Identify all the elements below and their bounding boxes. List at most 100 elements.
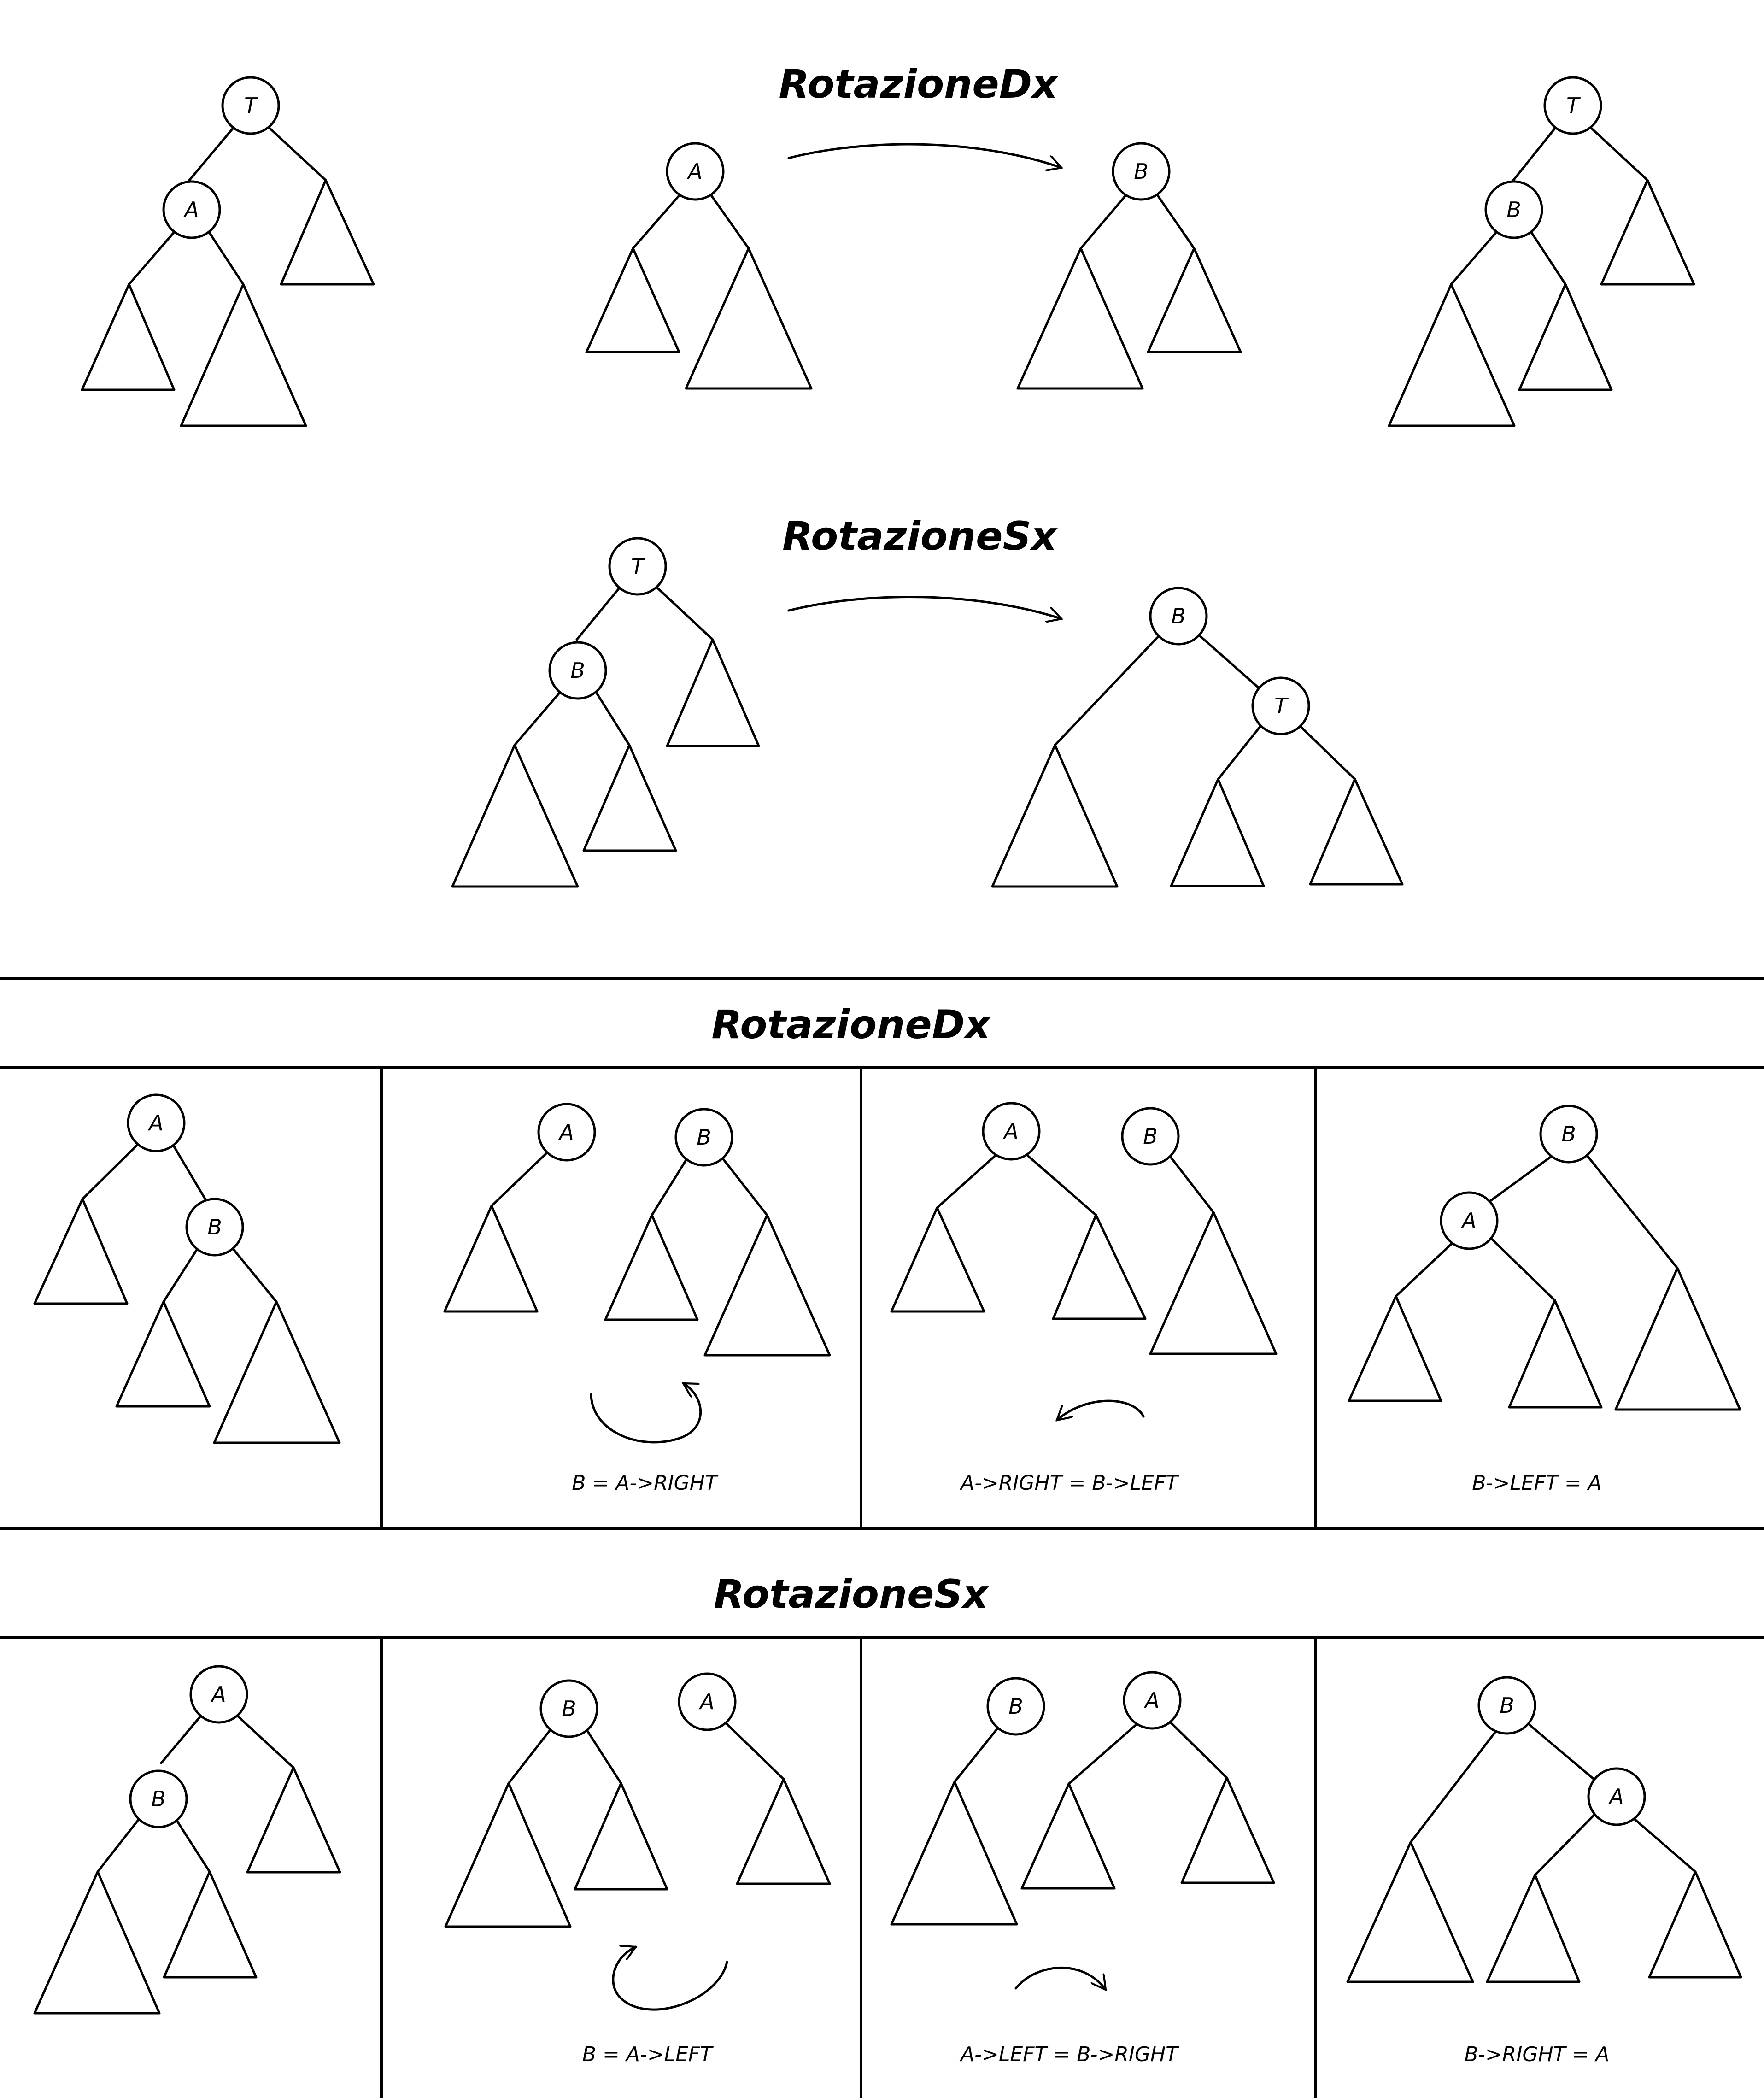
arrow-rotation	[787, 595, 1061, 619]
node-label-A: A	[686, 159, 702, 184]
subtree-triangle	[585, 247, 680, 353]
caption-sx-step3: A->LEFT = B->RIGHT	[959, 2043, 1179, 2066]
subtree-triangle	[1648, 1870, 1742, 1979]
node-B	[1477, 1676, 1536, 1735]
title-rotazione-sx-top: RotazioneSx	[782, 513, 1058, 559]
node-T	[608, 537, 667, 596]
node-label-A: A	[183, 197, 199, 222]
subtree-triangle	[574, 1782, 668, 1891]
subtree-triangle	[1346, 1841, 1474, 1983]
node-T	[221, 76, 280, 135]
node-label-B: B	[562, 1696, 576, 1721]
node-label-B: B	[1143, 1124, 1158, 1149]
node-label-A: A	[1002, 1119, 1018, 1144]
node-A	[1123, 1671, 1182, 1730]
node-B	[674, 1108, 733, 1167]
subtree-triangle	[33, 1198, 129, 1305]
tree-before-sx: T B	[451, 537, 760, 888]
dx-step2: A B B = A->RIGHT	[443, 1103, 831, 1495]
node-B	[1539, 1105, 1598, 1164]
rotation-arrow-icon	[590, 1382, 702, 1444]
node-label-A: A	[210, 1682, 226, 1707]
node-label-B: B	[697, 1125, 711, 1150]
subtree-triangle	[213, 1300, 341, 1444]
subtree-triangle	[604, 1214, 699, 1321]
subtree-triangle	[991, 744, 1119, 888]
subtree-triangle	[443, 1205, 539, 1313]
subtree-triangle	[33, 1870, 161, 2015]
subtree-triangle	[1614, 1267, 1741, 1411]
node-A	[1587, 1767, 1646, 1826]
subtree-triangle	[1388, 283, 1516, 427]
subtree-triangle	[1348, 1295, 1442, 1402]
sx-step1: A B	[33, 1665, 341, 2015]
subtree-triangle	[703, 1214, 831, 1357]
node-A	[1440, 1191, 1499, 1250]
node-label-A: A	[1608, 1784, 1623, 1809]
node-A	[162, 180, 221, 239]
caption-dx-step4: B->LEFT = A	[1472, 1471, 1602, 1495]
subtree-triangle	[1170, 778, 1265, 887]
node-label-B: B	[1008, 1694, 1023, 1719]
node-B	[1112, 142, 1171, 201]
subtree-triangle	[163, 1870, 258, 1979]
subtree-triangle	[685, 247, 813, 390]
subtree-triangle	[1486, 1874, 1581, 1983]
subtree-triangle	[115, 1300, 211, 1408]
tree-after-dx: T B	[1388, 76, 1695, 427]
node-A	[666, 142, 725, 201]
sx-step2: B A B = A->LEFT	[444, 1672, 831, 2066]
node-A	[189, 1665, 248, 1724]
node-label-B: B	[1506, 197, 1521, 222]
caption-sx-step2: B = A->LEFT	[582, 2043, 714, 2066]
node-A	[127, 1093, 186, 1152]
rotation-arrow-icon	[1057, 1399, 1145, 1420]
node-A	[678, 1672, 737, 1731]
subtree-triangle	[246, 1766, 341, 1874]
node-B	[185, 1198, 244, 1257]
dx-step1: A B	[33, 1093, 341, 1444]
arrow-rotation	[787, 143, 1061, 168]
dx-step3: A B A->RIGHT = B->LEFT	[890, 1102, 1278, 1495]
node-label-A: A	[147, 1111, 163, 1135]
node-B	[1484, 180, 1543, 239]
subtree-triangle	[666, 638, 760, 747]
subtree-triangle	[1149, 1211, 1278, 1355]
node-label-B: B	[1561, 1122, 1576, 1146]
node-T	[1543, 76, 1602, 135]
node-label-T: T	[244, 93, 259, 118]
subtree-B-after: B	[1016, 142, 1242, 390]
title-rotazione-sx-section: RotazioneSx	[714, 1571, 989, 1617]
node-label-A: A	[1143, 1688, 1159, 1713]
title-rotazione-dx-section: RotazioneDx	[711, 1002, 991, 1048]
subtree-triangle	[280, 179, 375, 286]
subtree-triangle	[1016, 247, 1144, 390]
node-label-A: A	[558, 1120, 574, 1145]
caption-sx-step4: B->RIGHT = A	[1465, 2043, 1610, 2066]
node-B	[548, 641, 607, 700]
node-B	[1149, 587, 1208, 646]
caption-dx-step3: A->RIGHT = B->LEFT	[959, 1471, 1179, 1495]
caption-dx-step2: B = A->RIGHT	[572, 1471, 719, 1495]
node-B	[1121, 1107, 1180, 1166]
node-label-B: B	[151, 1787, 166, 1811]
node-T	[1251, 676, 1310, 735]
node-label-B: B	[207, 1215, 222, 1240]
rotation-arrow-icon	[1014, 1966, 1106, 1990]
node-B	[539, 1679, 598, 1738]
subtree-triangle	[1180, 1776, 1275, 1884]
node-A	[982, 1102, 1041, 1161]
subtree-A-before: A	[585, 142, 813, 390]
node-label-B: B	[1134, 159, 1149, 184]
sx-step3: B A A->LEFT = B->RIGHT	[890, 1671, 1275, 2066]
subtree-triangle	[451, 744, 579, 888]
node-label-B: B	[1500, 1693, 1514, 1718]
node-label-B: B	[1171, 604, 1186, 629]
subtree-triangle	[582, 744, 677, 852]
subtree-triangle	[1518, 283, 1613, 391]
subtree-triangle	[1020, 1782, 1116, 1890]
subtree-triangle	[736, 1778, 831, 1885]
node-label-A: A	[1460, 1208, 1476, 1233]
sx-step4: B A B->RIGHT = A	[1346, 1676, 1742, 2066]
